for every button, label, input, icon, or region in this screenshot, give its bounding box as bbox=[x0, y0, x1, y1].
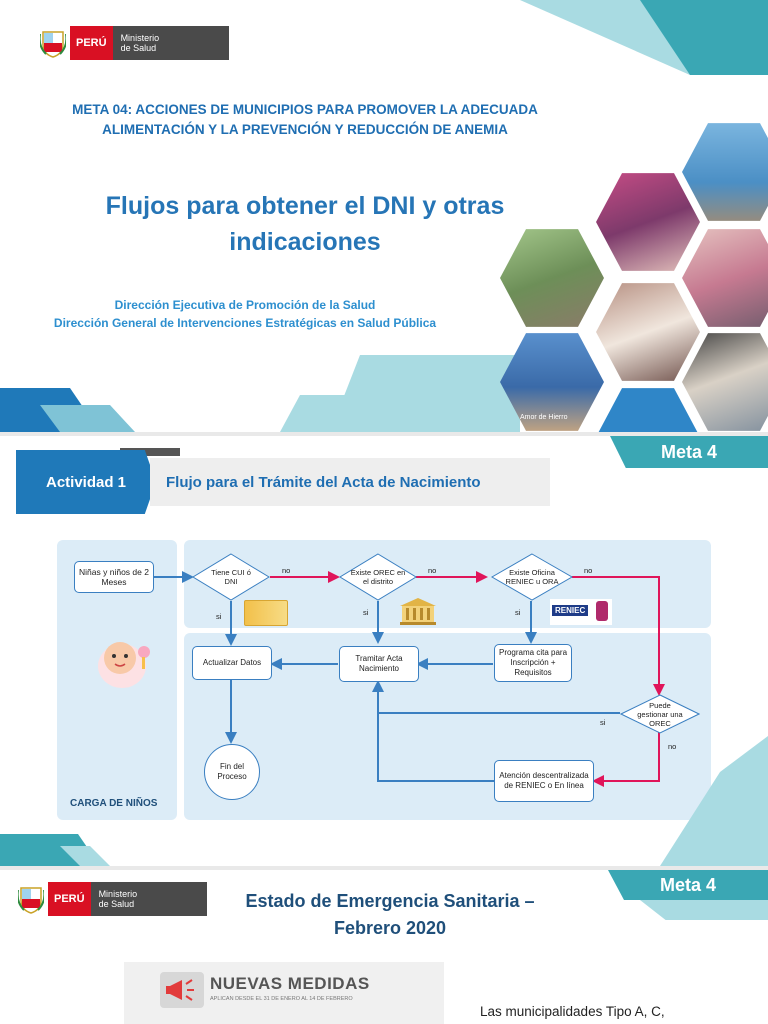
dark-accent-bar bbox=[120, 448, 180, 456]
logo-country: PERÚ bbox=[48, 882, 91, 916]
decision-diamond-1 bbox=[192, 553, 270, 601]
decision-diamond-2 bbox=[339, 553, 417, 601]
megaphone-icon bbox=[160, 972, 204, 1008]
peru-crest-icon bbox=[18, 887, 44, 914]
label-si-4: si bbox=[600, 718, 606, 727]
decor-bottom bbox=[0, 736, 768, 866]
measures-banner: NUEVAS MEDIDAS APLICAN DESDE EL 31 DE EN… bbox=[124, 962, 444, 1024]
label-si-1: si bbox=[216, 612, 222, 621]
banner-subtitle: APLICAN DESDE EL 31 DE ENERO AL 14 DE FE… bbox=[210, 996, 353, 1002]
label-si-2: si bbox=[363, 608, 369, 617]
emergency-title: Estado de Emergencia Sanitaria – Febrero… bbox=[245, 891, 535, 938]
logo-ministry: Ministerio de Salud bbox=[90, 882, 207, 916]
peru-crest-icon bbox=[40, 31, 66, 58]
activity-badge: Actividad 1 bbox=[16, 450, 156, 514]
ministry-logo-2: PERÚ Ministerio de Salud bbox=[18, 882, 207, 916]
node-q2: Existe OREC en el distrito bbox=[350, 568, 406, 586]
meta-tab: Meta 4 bbox=[610, 436, 768, 468]
node-start: Niñas y niños de 2 Meses bbox=[74, 561, 154, 593]
label-no-1: no bbox=[282, 566, 291, 575]
decor-top-right bbox=[0, 0, 768, 432]
flow-slide: Meta 4 Actividad 1 Flujo para el Trámite… bbox=[0, 436, 768, 866]
id-card-icon bbox=[244, 600, 288, 626]
main-title: Flujos para obtener el DNI y otras indic… bbox=[105, 192, 505, 256]
label-no-3: no bbox=[584, 566, 593, 575]
node-programa: Programa cita para Inscripción + Requisi… bbox=[494, 644, 572, 682]
activity-title: Flujo para el Trámite del Acta de Nacimi… bbox=[150, 458, 550, 506]
meta-title: META 04: ACCIONES DE MUNICIPIOS PARA PRO… bbox=[72, 102, 538, 137]
node-q3: Existe Oficina RENIEC u ORA bbox=[505, 568, 559, 586]
reniec-mark-icon bbox=[596, 601, 608, 621]
node-atencion: Atención descentralizada de RENIEC o En … bbox=[494, 760, 594, 802]
node-update: Actualizar Datos bbox=[192, 646, 272, 680]
building-icon bbox=[400, 598, 436, 625]
body-text: Las municipalidades Tipo A, C, bbox=[480, 1004, 665, 1019]
logo-ministry: Ministerio de Salud bbox=[112, 26, 229, 60]
baby-illustration-icon bbox=[98, 642, 150, 688]
meta-tab-shadow bbox=[640, 900, 768, 920]
label-no-2: no bbox=[428, 566, 437, 575]
label-no-4: no bbox=[668, 742, 677, 751]
slide-divider-2 bbox=[0, 866, 768, 870]
reniec-logo: RENIEC bbox=[550, 599, 612, 625]
title-slide: PERÚ Ministerio de Salud META 04: ACCION… bbox=[0, 0, 768, 432]
meta-tab-2: Meta 4 bbox=[608, 870, 768, 900]
photo-caption: Amor de Hierro bbox=[520, 414, 568, 421]
slide-divider bbox=[0, 432, 768, 436]
logo-country: PERÚ bbox=[70, 26, 113, 60]
emergency-slide: Meta 4 PERÚ Ministerio de Salud Estado d… bbox=[0, 870, 768, 1024]
ministry-logo: PERÚ Ministerio de Salud bbox=[40, 26, 229, 60]
decision-diamond-4 bbox=[620, 694, 700, 734]
flow-connectors bbox=[153, 571, 665, 787]
section-label: CARGA DE NIÑOS bbox=[70, 798, 158, 809]
node-end: Fin del Proceso bbox=[204, 744, 260, 800]
decision-diamond-3 bbox=[491, 553, 573, 601]
banner-title: NUEVAS MEDIDAS bbox=[210, 974, 370, 993]
node-tramitar: Tramitar Acta Nacimiento bbox=[339, 646, 419, 682]
node-q4: Puede gestionar una OREC bbox=[637, 700, 683, 728]
directions: Dirección Ejecutiva de Promoción de la S… bbox=[53, 298, 437, 330]
node-q1: Tiene CUI ó DNI bbox=[211, 568, 251, 586]
label-si-3: si bbox=[515, 608, 521, 617]
